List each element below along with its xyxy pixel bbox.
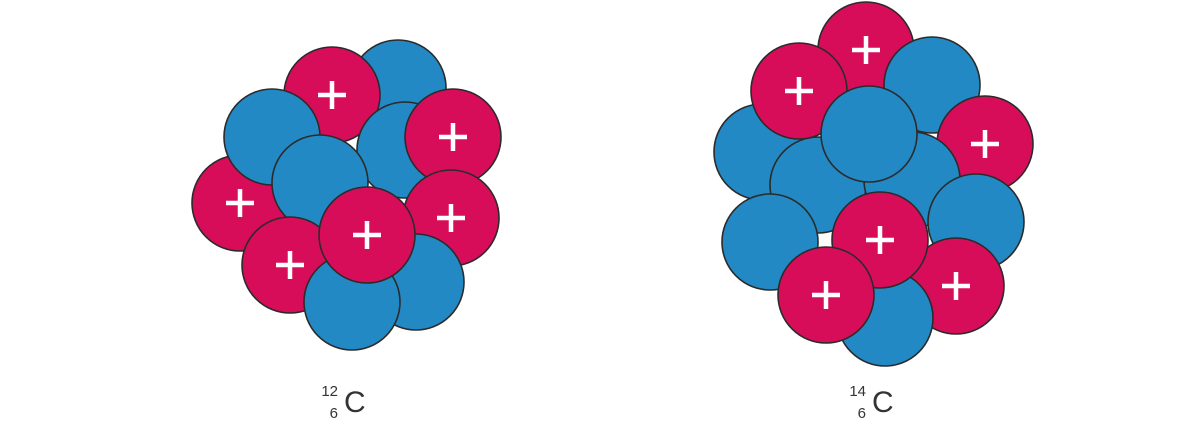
element-symbol: C	[344, 388, 366, 418]
mass-number: 12	[318, 384, 338, 399]
element-symbol: C	[872, 388, 894, 418]
carbon-12-notation: 12 6 C	[318, 384, 438, 444]
neutron-circle	[821, 86, 917, 182]
carbon-12-nucleus	[192, 40, 501, 350]
carbon-14-notation: 14 6 C	[846, 384, 966, 444]
atomic-number: 6	[318, 406, 338, 421]
neutron	[821, 86, 917, 182]
proton	[778, 247, 874, 343]
mass-number: 14	[846, 384, 866, 399]
proton	[319, 187, 415, 283]
nuclei-diagram	[0, 0, 1200, 430]
atomic-number: 6	[846, 406, 866, 421]
carbon-14-nucleus	[714, 2, 1033, 366]
